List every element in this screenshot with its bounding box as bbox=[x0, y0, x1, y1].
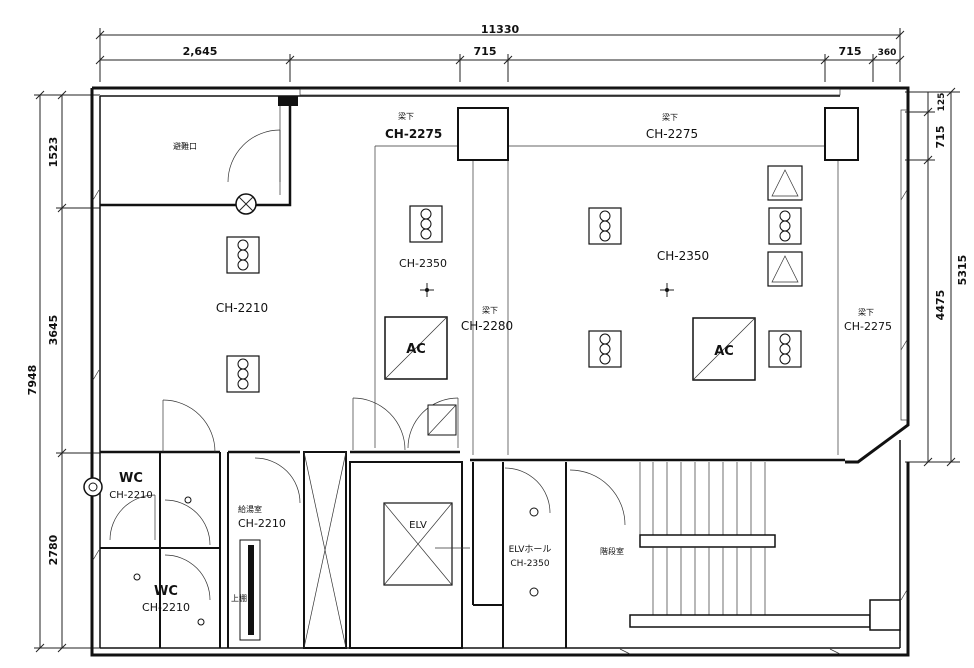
mid-beam-ch: CH-2275 bbox=[385, 127, 442, 141]
downlight-crosses bbox=[420, 283, 674, 297]
far-right-beam-ch: CH-2275 bbox=[844, 320, 892, 333]
elv-hall-title: ELVホール bbox=[509, 544, 552, 555]
wc-fan-symbol bbox=[83, 477, 103, 497]
kitchen-note: 上棚 bbox=[231, 593, 247, 603]
elv-hall-ch: CH-2350 bbox=[510, 559, 549, 569]
dim-top-total: 11330 bbox=[481, 23, 520, 36]
interior-walls bbox=[100, 96, 901, 649]
light-fixture-icon bbox=[226, 236, 260, 274]
light-fixture-icon bbox=[588, 330, 622, 368]
light-fixture-icon bbox=[409, 205, 443, 243]
ac-unit-2 bbox=[692, 317, 756, 381]
wc2-title: WC bbox=[154, 584, 178, 599]
dim-left-seg1: 1523 bbox=[47, 137, 60, 168]
light-fixture-icon bbox=[768, 330, 802, 368]
center-beam-ch: CH-2280 bbox=[461, 319, 513, 333]
dim-left-total: 7948 bbox=[26, 365, 39, 396]
light-fixture-icon bbox=[768, 207, 802, 245]
main-left-ch: CH-2210 bbox=[216, 301, 268, 315]
wc1-ch: CH-2210 bbox=[109, 490, 153, 501]
fan-symbol bbox=[235, 193, 257, 215]
triangle-fixture-2 bbox=[767, 251, 803, 287]
center-beam-label: 梁下 bbox=[482, 306, 498, 315]
dim-top-seg3: 715 bbox=[839, 45, 862, 58]
dim-right-seg3: 4475 bbox=[934, 290, 947, 321]
right-room-ch: CH-2350 bbox=[657, 249, 709, 263]
stair-label: 階段室 bbox=[600, 546, 624, 556]
dim-right-total: 5315 bbox=[956, 255, 969, 286]
light-fixtures bbox=[226, 205, 802, 393]
ac-unit-1 bbox=[384, 316, 448, 380]
light-fixture-icon bbox=[226, 355, 260, 393]
kitchen-ch: CH-2210 bbox=[238, 517, 286, 530]
far-right-beam-label: 梁下 bbox=[858, 308, 874, 317]
mid-room-ch: CH-2350 bbox=[399, 257, 447, 270]
right-beam-ch: CH-2275 bbox=[646, 127, 698, 141]
elv-label: ELV bbox=[409, 520, 427, 531]
ac-label-2: AC bbox=[714, 344, 734, 359]
right-beam-label: 梁下 bbox=[662, 113, 678, 122]
triangle-fixture-1 bbox=[767, 165, 803, 201]
dim-top-seg2: 715 bbox=[474, 45, 497, 58]
dim-left-seg2: 3645 bbox=[47, 315, 60, 346]
dim-right-seg2: 715 bbox=[934, 126, 947, 149]
dim-right-seg1: 125 bbox=[937, 93, 947, 112]
evacuation-label: 避難口 bbox=[173, 141, 197, 151]
dim-top-seg4: 360 bbox=[878, 48, 897, 58]
wc1-title: WC bbox=[119, 471, 143, 486]
doors bbox=[109, 129, 626, 641]
dim-top-seg1: 2,645 bbox=[183, 45, 218, 58]
ac-label-1: AC bbox=[406, 342, 426, 357]
light-fixture-icon bbox=[588, 207, 622, 245]
mid-beam-label: 梁下 bbox=[398, 112, 414, 121]
wc2-ch: CH-2210 bbox=[142, 601, 190, 614]
outlet-symbols bbox=[133, 496, 539, 626]
dim-left-seg3: 2780 bbox=[47, 534, 60, 565]
kitchen-title: 給湯室 bbox=[238, 504, 262, 514]
